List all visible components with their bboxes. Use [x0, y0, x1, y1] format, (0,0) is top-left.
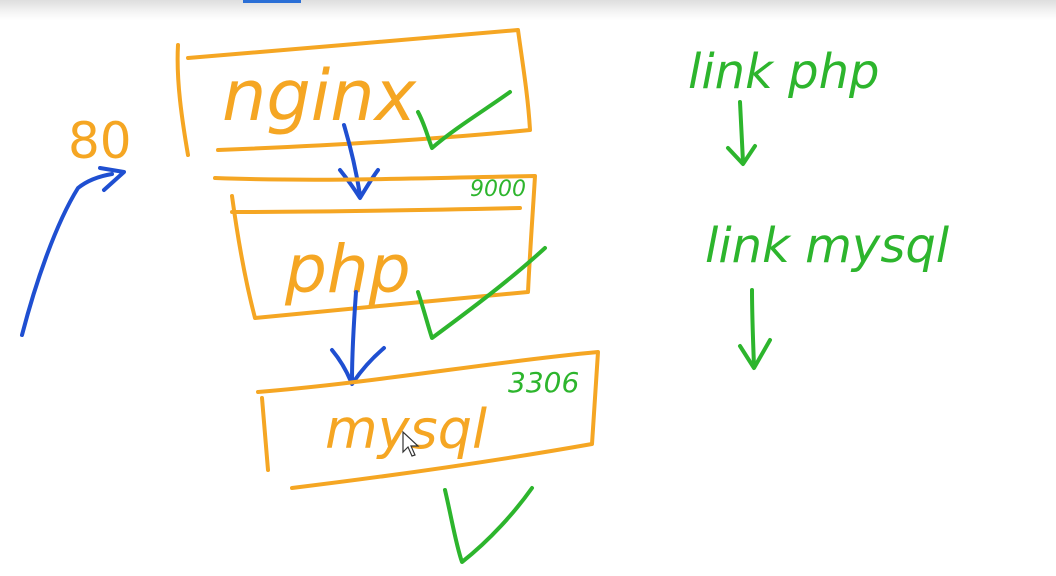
active-tab-indicator: [243, 0, 301, 3]
php-label: php: [284, 231, 411, 308]
port-80-label: 80: [68, 112, 132, 170]
note-arrow-down-icon: [738, 288, 772, 370]
php-checkmark-icon: [416, 246, 547, 340]
nginx-box-outline: [175, 28, 532, 157]
notes-column: link php link mysql: [688, 44, 950, 370]
note-link-php: link php: [688, 44, 880, 100]
mysql-box-outline: [256, 350, 600, 490]
php-port-label: 9000: [470, 177, 526, 202]
incoming-request-arrow: [20, 166, 126, 337]
note-arrow-down-icon: [726, 100, 757, 166]
mysql-label: mysql: [325, 398, 487, 461]
mysql-box: mysql 3306: [256, 350, 600, 564]
note-link-mysql: link mysql: [705, 218, 950, 274]
mysql-port-label: 3306: [508, 366, 579, 399]
mouse-cursor-icon: [402, 430, 420, 457]
window-top-bar: [0, 0, 1056, 20]
php-box: php 9000: [213, 174, 547, 340]
nginx-box: nginx: [175, 28, 532, 157]
nginx-label: nginx: [222, 55, 417, 137]
php-box-outline: [213, 174, 537, 320]
mysql-checkmark-icon: [443, 486, 534, 564]
nginx-checkmark-icon: [416, 90, 512, 150]
